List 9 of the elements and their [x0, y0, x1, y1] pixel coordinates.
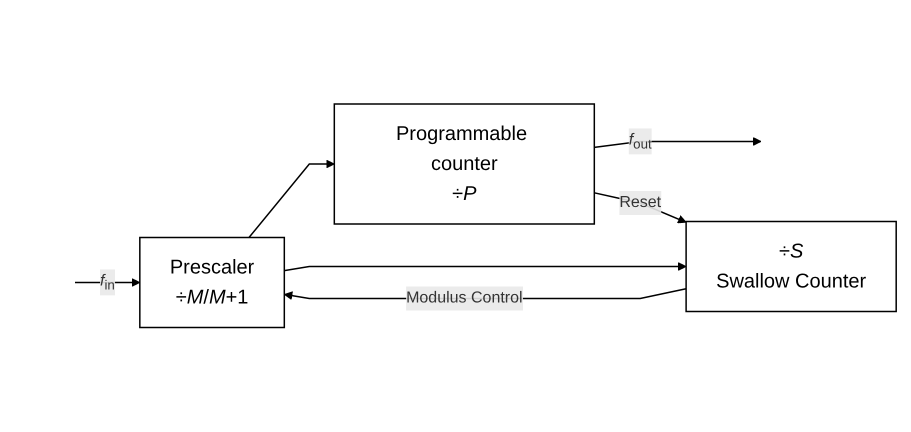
node-box: Prescaler ÷M/M+1	[138, 237, 285, 328]
node-box: ÷S Swallow Counter	[685, 221, 897, 312]
edge-label: f$_{in}$	[100, 272, 115, 293]
node-box: Programmable counter ÷P	[333, 104, 595, 225]
arrow	[248, 160, 335, 238]
arrow	[284, 262, 686, 272]
edge-label: Reset	[619, 194, 662, 212]
edge-label: f$_{out}$	[628, 132, 652, 152]
edge-label: Modulus Control	[406, 290, 522, 307]
